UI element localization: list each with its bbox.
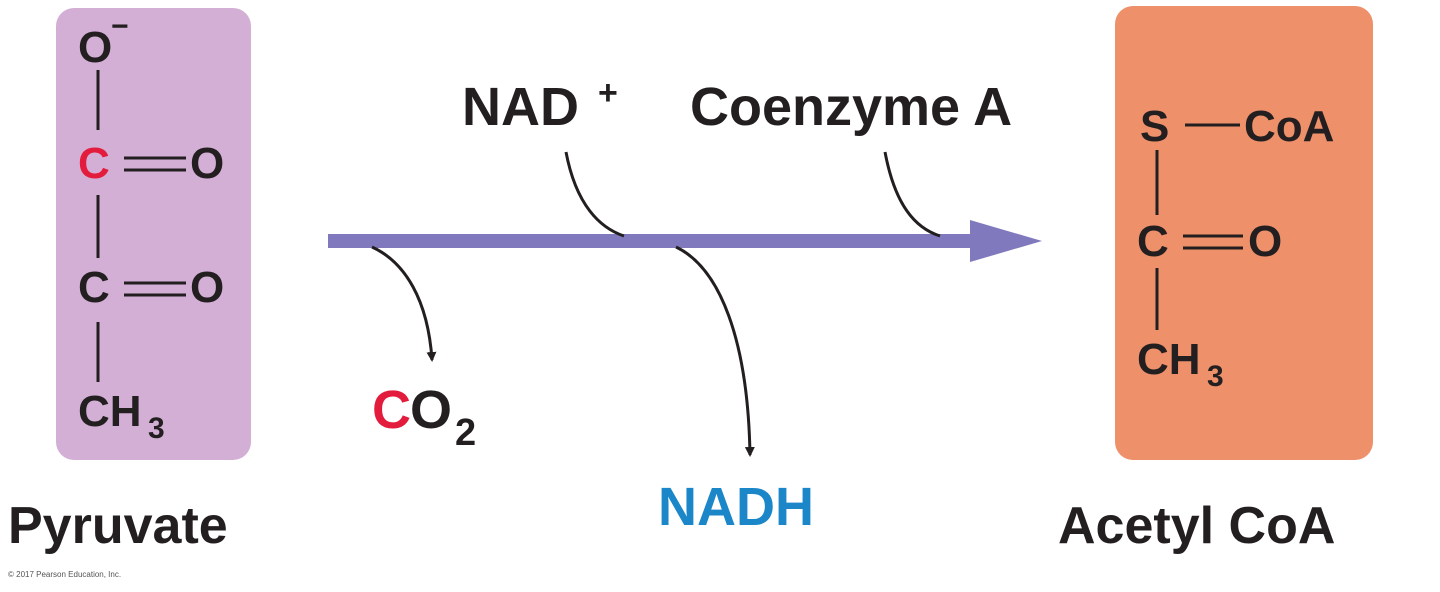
coenzyme-a-label: Coenzyme A (690, 77, 1013, 137)
acetyl-carbonyl-carbon: C (1137, 217, 1169, 266)
pyruvate-o-minus: O (78, 23, 113, 72)
nadh-out-arrow (675, 245, 755, 457)
acetyl-methyl: CH (1137, 335, 1201, 384)
pyruvate-carboxyl-carbon: C (78, 139, 110, 188)
coenzyme-a-in-arrow (883, 151, 941, 238)
co2-subscript: 2 (455, 412, 477, 454)
pyruvate-name: Pyruvate (8, 497, 228, 555)
acetyl-carbonyl-oxygen: O (1248, 217, 1283, 266)
pyruvate-carbonyl-oxygen: O (190, 263, 225, 312)
pyruvate-methyl: CH (78, 387, 142, 436)
acetyl-carbonyl-double-bond (1183, 234, 1243, 250)
main-reaction-arrowhead (970, 220, 1042, 262)
copyright-credit: © 2017 Pearson Education, Inc. (8, 570, 122, 579)
acetyl-coa-group: CoA (1244, 102, 1335, 151)
pyruvate-box (56, 8, 251, 460)
nad-plus-in-arrow (564, 151, 625, 238)
acetyl-coa-box (1115, 6, 1373, 460)
nad-plus-superscript: + (598, 74, 618, 112)
co2-out-arrow (371, 245, 437, 362)
co2-oxygen: O (410, 380, 453, 440)
acetyl-methyl-subscript: 3 (1207, 360, 1224, 393)
co2-carbon: C (372, 380, 411, 440)
pyruvate-charge: − (111, 10, 129, 43)
pyruvate-carbonyl-double-bond (124, 281, 186, 297)
acetyl-sulfur: S (1140, 102, 1170, 151)
nad-plus-label: NAD (462, 77, 579, 137)
pyruvate-carboxyl-oxygen: O (190, 139, 225, 188)
nadh-label: NADH (658, 477, 814, 537)
pyruvate-carboxyl-double-bond (124, 156, 186, 172)
pyruvate-methyl-subscript: 3 (148, 412, 165, 445)
pyruvate-carbonyl-carbon: C (78, 263, 110, 312)
acetyl-coa-name: Acetyl CoA (1058, 497, 1336, 555)
